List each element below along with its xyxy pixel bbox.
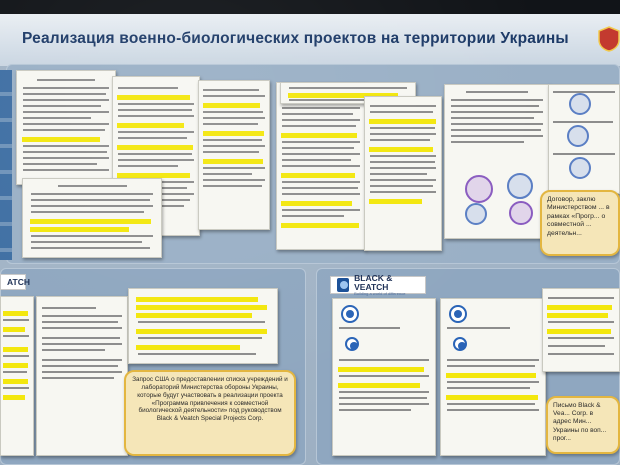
stamp-icon [567, 125, 589, 147]
left-tab-strip [0, 70, 12, 260]
document-page [276, 82, 366, 250]
black-veatch-logo: BLACK & VEATCH Building a world of diffe… [330, 273, 426, 296]
black-veatch-letterhead-icon [453, 337, 467, 351]
logo-subtitle: Building a world of difference [354, 291, 406, 296]
logo-title: BLACK & VEATCH [354, 273, 393, 292]
callout-agreement: Договор, заклю Министерством ... в рамка… [540, 190, 620, 256]
document-page [444, 84, 550, 239]
document-page [36, 296, 128, 456]
document-page [198, 80, 270, 230]
stamp-icon [569, 93, 591, 115]
stamp-icon [509, 201, 533, 225]
logo-text: ATCH [7, 277, 30, 287]
callout-us-request: Запрос США о предоставлении списка учреж… [124, 370, 296, 456]
stamp-icon [465, 175, 493, 203]
stamp-icon [569, 157, 591, 179]
slide-title: Реализация военно-биологических проектов… [22, 30, 569, 47]
document-page [128, 288, 278, 364]
document-page [440, 298, 546, 456]
black-veatch-letterhead-icon [341, 305, 359, 323]
black-veatch-letterhead-icon [449, 305, 467, 323]
document-page [22, 178, 162, 258]
document-page [0, 296, 34, 456]
document-page [332, 298, 436, 456]
stamp-icon [465, 203, 487, 225]
document-page [542, 288, 620, 372]
callout-bv-letter: Письмо Black & Vea... Corp. в адрес Мин.… [546, 396, 620, 454]
stamp-icon [507, 173, 533, 199]
contractor-logo: ATCH [0, 274, 30, 290]
document-page [548, 84, 620, 194]
title-bar [0, 14, 620, 66]
black-veatch-logo-icon [337, 278, 350, 292]
document-page [16, 70, 116, 185]
black-veatch-letterhead-icon [345, 337, 359, 351]
emblem-icon [598, 26, 620, 52]
document-page [364, 96, 442, 251]
